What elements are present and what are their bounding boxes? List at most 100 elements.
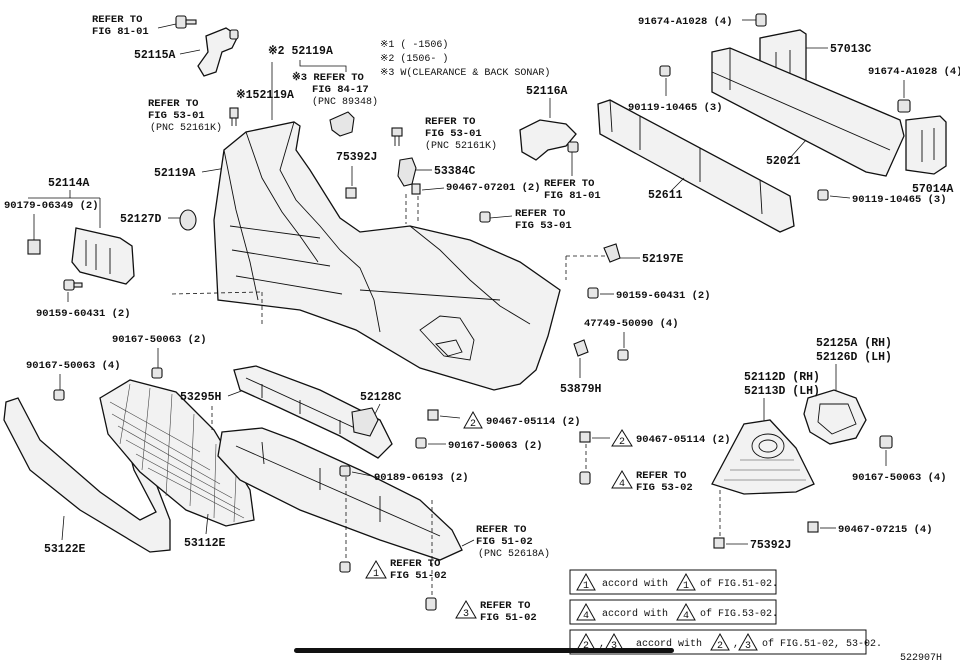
- center-lower-group: 53295H 52128C: [180, 365, 463, 573]
- undercover-shape: [217, 427, 463, 561]
- marker-1-text: 1: [373, 569, 379, 580]
- label-75392J-bot: 75392J: [750, 539, 791, 552]
- bolt-icon: [617, 349, 629, 361]
- ref-fig81-top-line2: FIG 81-01: [92, 26, 149, 38]
- bolt-icon: [415, 437, 427, 449]
- bolt-icon: [53, 389, 65, 401]
- bolt-icon: [339, 561, 351, 573]
- sonar-bracket-shape: [329, 111, 355, 137]
- label-52114A: 52114A: [48, 177, 90, 190]
- label-90189: 90189-06193 (2): [374, 472, 469, 484]
- legend-r3-m3b: 3: [745, 641, 751, 652]
- legend-row-1: [569, 569, 777, 595]
- label-90159-right: 90159-60431 (2): [616, 290, 711, 302]
- label-90167-a: 90167-50063 (2): [112, 334, 207, 346]
- label-47749: 47749-50090 (4): [584, 318, 679, 330]
- bolt-icon: [817, 189, 829, 201]
- bolt-icon: [339, 465, 351, 477]
- marker-2b-text: 2: [619, 437, 625, 448]
- label-52116A: 52116A: [526, 85, 568, 98]
- ref-fig53-left-line3: (PNC 52161K): [150, 122, 222, 134]
- legend-triangle-3d: [738, 632, 758, 651]
- label-52128C: 52128C: [360, 391, 402, 404]
- bolt-icon: [479, 211, 491, 223]
- legend-r3-tail: of FIG.51-02, 53-02.: [762, 638, 882, 650]
- ref-fig51-02-line3: (PNC 52618A): [478, 548, 550, 560]
- label-90167-d: 90167-50063 (4): [852, 472, 947, 484]
- note-2: ※2 (1506- ): [380, 53, 448, 65]
- notes-block: ※1 ( -1506) ※2 (1506- ) ※3 W(CLEARANCE &…: [380, 39, 550, 79]
- label-53295H: 53295H: [180, 391, 222, 404]
- label-90467-07215: 90467-07215 (4): [838, 524, 933, 536]
- ref-fig81-mid-line2: FIG 81-01: [544, 190, 601, 202]
- bumper-cover-shape: [213, 121, 561, 391]
- bolt-icon: [151, 367, 163, 379]
- label-52119A-n2: ※2 52119A: [268, 44, 333, 58]
- marker-triangle-2b: [611, 429, 633, 447]
- ref-fig81-top-line1: REFER TO: [92, 14, 142, 26]
- bolt-icon: [579, 471, 591, 485]
- part-52116A-group: 52116A REFER TO FIG 81-01: [519, 85, 601, 202]
- ref-fig53-mid-line3: (PNC 52161K): [425, 140, 497, 152]
- label-91674-right: 91674-A1028 (4): [868, 66, 960, 78]
- marker-triangle-4: [611, 470, 633, 489]
- marker-triangle-3: [455, 600, 477, 619]
- clip-icon: [579, 431, 591, 443]
- legend-row-2: [569, 599, 777, 625]
- legend-r3-mid: accord with: [636, 638, 702, 650]
- label-52115A: 52115A: [134, 49, 176, 62]
- ref-fig53-right-line2: FIG 53-01: [515, 220, 572, 232]
- center-top-labels: 75392J REFER TO FIG 53-01 (PNC 52161K) 5…: [336, 116, 572, 232]
- legend-triangle-3c: [710, 632, 730, 651]
- label-52197E: 52197E: [642, 253, 684, 266]
- label-52127D: 52127D: [120, 213, 162, 226]
- bolt-icon: [897, 99, 911, 113]
- right-mid-group: 52197E 90159-60431 (2) 47749-50090 (4) 5…: [560, 243, 711, 396]
- lower-left-group: 90167-50063 (2) 90167-50063 (4) 53122E 5…: [3, 291, 263, 556]
- label-52119A-n1: ※152119A: [236, 88, 294, 102]
- bolt-icon: [567, 141, 579, 153]
- grille-mesh: [109, 383, 245, 523]
- label-53122E: 53122E: [44, 543, 86, 556]
- left-upper-labels: ※2 52119A ※3 REFER TO FIG 84-17 (PNC 893…: [148, 44, 378, 137]
- ref-fig53-mid-line1: REFER TO: [425, 116, 475, 128]
- bracket-53384C-shape: [397, 157, 417, 187]
- legend-r2-m4: 4: [583, 611, 589, 622]
- drawing-number: 522907H: [900, 653, 942, 664]
- label-90159-left: 90159-60431 (2): [36, 308, 131, 320]
- label-52021: 52021: [766, 155, 801, 168]
- bracket-52116A-shape: [519, 119, 577, 161]
- cover-52128C-shape: [351, 407, 379, 437]
- clip-icon: [807, 521, 819, 533]
- label-57014A: 57014A: [912, 183, 954, 196]
- part-52115A-group: REFER TO FIG 81-01 52115A: [92, 14, 239, 77]
- note-3: ※3 W(CLEARANCE & BACK SONAR): [380, 67, 550, 79]
- label-53112E: 53112E: [184, 537, 226, 550]
- ref-fig51-02-line2: FIG 51-02: [476, 536, 533, 548]
- legend-triangle-1a: [576, 572, 596, 591]
- ref-fig53-mid-line2: FIG 53-01: [425, 128, 482, 140]
- ref-fig53-left-line1: REFER TO: [148, 98, 198, 110]
- ref-fig81-mid-line1: REFER TO: [544, 178, 594, 190]
- legend-r2-mid: accord with: [602, 608, 668, 620]
- label-90119-top: 90119-10465 (3): [628, 102, 723, 114]
- bolt-icon: [175, 15, 197, 29]
- cover-52127D-shape: [179, 209, 197, 231]
- home-indicator-bar[interactable]: [294, 648, 674, 653]
- label-52125A: 52125A (RH): [816, 337, 892, 350]
- bolt-icon: [879, 435, 893, 449]
- bolt-icon: [63, 279, 83, 291]
- clip-icon: [391, 127, 403, 146]
- legend-r3-sep2: ,: [733, 639, 739, 650]
- ref-fig53-right-line1: REFER TO: [515, 208, 565, 220]
- center-fastener-labels: 2 90467-05114 (2) 90167-50063 (2) 90189-…: [339, 409, 581, 624]
- ref-fig51-02-b3-line1: REFER TO: [480, 600, 530, 612]
- ref-fig51-02-b3-line2: FIG 51-02: [480, 612, 537, 624]
- legend-triangle-1b: [676, 572, 696, 591]
- ref-fig53-02-line2: FIG 53-02: [636, 482, 693, 494]
- bumper-cover: [213, 121, 561, 391]
- label-90167-b: 90167-50063 (4): [26, 360, 121, 372]
- label-90467-05114-l: 90467-05114 (2): [486, 416, 581, 428]
- ref-fig53-02-line1: REFER TO: [636, 470, 686, 482]
